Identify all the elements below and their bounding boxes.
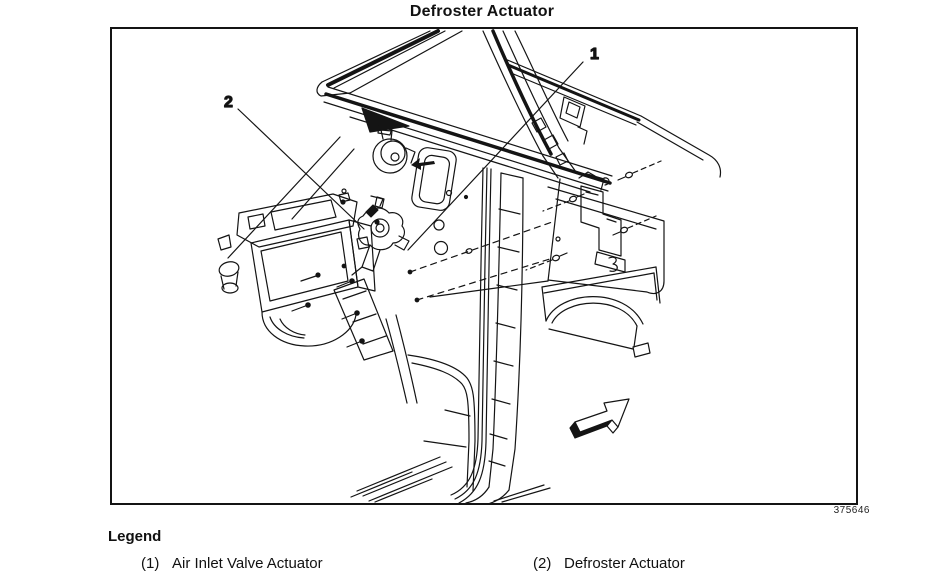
cowl-side-panel-drawing [547, 186, 665, 295]
callout-1: 1 [407, 45, 600, 251]
legend-item-1-number: (1) [141, 555, 160, 572]
dash-panel-drawing [227, 136, 561, 404]
floor-corner-drawing [407, 354, 476, 492]
legend-item-2: (2) Defroster Actuator [533, 555, 685, 572]
callout-2: 2 [223, 93, 365, 230]
a-pillar-drawing [482, 29, 577, 179]
defroster-actuator-drawing [351, 195, 410, 276]
sill-hatching-drawing [350, 456, 551, 503]
legend-item-2-label: Defroster Actuator [564, 555, 685, 572]
figure-title: Defroster Actuator [409, 3, 555, 20]
cowl-rail-drawing [323, 86, 613, 193]
figure-frame: 1 2 [110, 27, 858, 505]
panel-holes-drawing [340, 189, 561, 256]
hvac-module-drawing [217, 188, 394, 361]
hinge-pillar-drawing [450, 167, 524, 503]
vent-opening-drawing [411, 147, 457, 211]
callout-1-number: 1 [590, 46, 599, 63]
legend-heading: Legend [108, 528, 162, 545]
legend-item-1-label: Air Inlet Valve Actuator [172, 555, 323, 572]
legend-item-2-number: (2) [533, 555, 552, 572]
figure-number: 375646 [833, 505, 870, 516]
roof-rail-drawing [504, 58, 722, 178]
legend-item-1: (1) Air Inlet Valve Actuator [141, 555, 323, 572]
callout-2-number: 2 [224, 94, 233, 111]
air-inlet-actuator-drawing [372, 125, 435, 174]
windshield-pillar-drawing [316, 29, 463, 97]
direction-arrow-icon [569, 398, 630, 439]
technical-illustration: 1 2 [217, 29, 722, 503]
fender-drawing [541, 266, 661, 358]
mounting-bracket-drawing [578, 171, 626, 273]
